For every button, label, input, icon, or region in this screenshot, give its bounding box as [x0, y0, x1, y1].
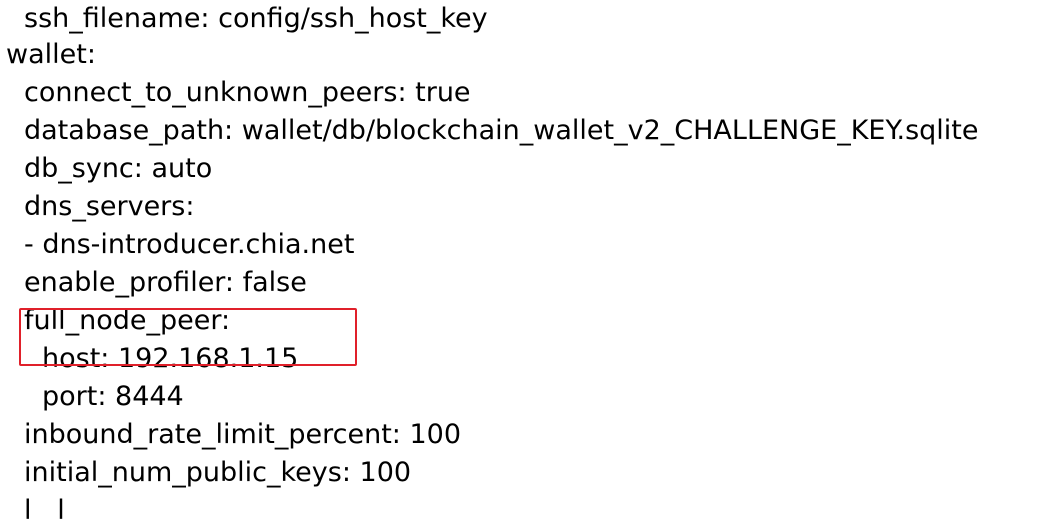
- config-line-inbound-rate-limit: inbound_rate_limit_percent: 100: [24, 419, 461, 450]
- config-line-dns-servers: dns_servers:: [24, 191, 195, 222]
- config-line-connect-to-unknown-peers: connect_to_unknown_peers: true: [24, 77, 471, 108]
- config-line-initial-num-public-keys: initial_num_public_keys: 100: [24, 457, 412, 488]
- config-line-database-path: database_path: wallet/db/blockchain_wall…: [24, 115, 979, 146]
- config-line-dns-server-entry: - dns-introducer.chia.net: [24, 229, 355, 260]
- config-line-enable-profiler: enable_profiler: false: [24, 267, 307, 298]
- red-highlight-box: [19, 308, 357, 366]
- config-line-wallet-section: wallet:: [6, 39, 96, 70]
- config-line-host: host: 192.168.1.15: [42, 343, 299, 374]
- config-line-port: port: 8444: [42, 381, 184, 412]
- config-line-full-node-peer: full_node_peer:: [24, 305, 231, 336]
- config-line-db-sync: db_sync: auto: [24, 153, 213, 184]
- config-line-cut-off: l l: [24, 495, 65, 526]
- config-line-ssh-filename: ssh_filename: config/ssh_host_key: [24, 3, 488, 34]
- yaml-config-document: ssh_filename: config/ssh_host_key wallet…: [6, 3, 979, 526]
